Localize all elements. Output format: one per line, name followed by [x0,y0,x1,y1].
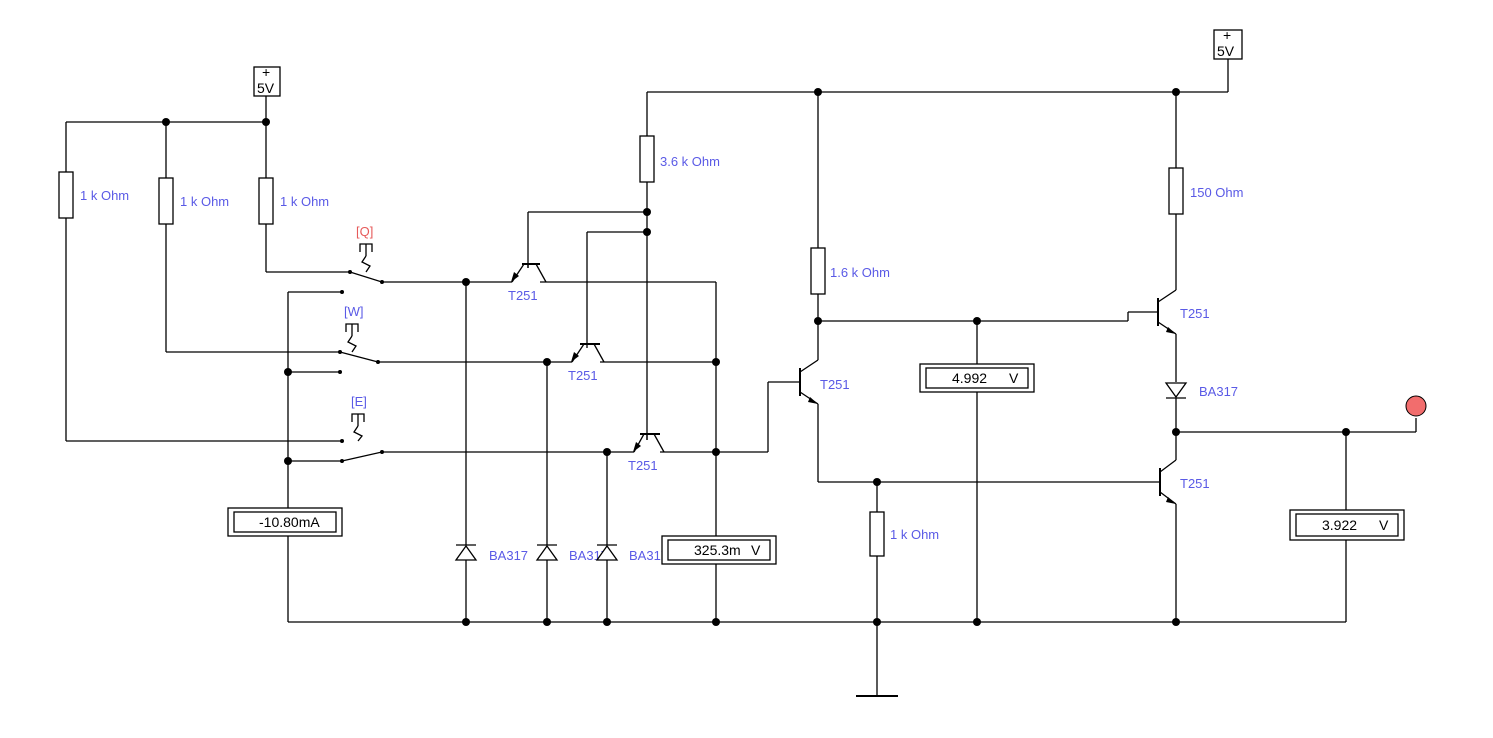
resistor-r7[interactable]: 1 k Ohm [869,511,939,557]
transistor-t3[interactable]: T251 [628,433,665,473]
svg-text:3.6 k Ohm: 3.6 k Ohm [660,154,720,169]
resistor-r1[interactable]: 1 k Ohm [58,171,129,219]
supply-right[interactable]: + 5V [1213,27,1243,60]
ammeter[interactable]: -10.80mA [227,507,343,537]
voltmeter-3[interactable]: 3.922 V [1289,509,1405,541]
transistor-t1[interactable]: T251 [508,263,547,303]
voltmeter-2[interactable]: 4.992 V [919,363,1035,393]
svg-text:V: V [751,542,761,558]
junction-dots [162,88,1350,626]
svg-text:3.922: 3.922 [1322,517,1357,533]
svg-text:T251: T251 [508,288,538,303]
transistor-t4[interactable]: T251 [799,359,850,405]
svg-text:T251: T251 [568,368,598,383]
svg-text:T251: T251 [820,377,850,392]
switch-w[interactable]: [W] [338,304,380,374]
svg-text:+: + [262,64,270,80]
svg-text:325.3m: 325.3m [694,542,741,558]
svg-text:1.6 k Ohm: 1.6 k Ohm [830,265,890,280]
diode-d4[interactable]: BA317 [1164,382,1238,399]
resistor-r2[interactable]: 1 k Ohm [158,177,229,225]
svg-text:BA317: BA317 [1199,384,1238,399]
svg-text:5V: 5V [257,80,275,96]
wires [65,58,1417,697]
svg-text:[W]: [W] [344,304,364,319]
svg-text:V: V [1379,517,1389,533]
svg-text:[Q]: [Q] [356,224,373,239]
svg-text:[E]: [E] [351,394,367,409]
diode-d1[interactable]: BA317 [454,544,528,563]
svg-text:1 k Ohm: 1 k Ohm [890,527,939,542]
transistor-t5[interactable]: T251 [1157,289,1210,335]
svg-text:5V: 5V [1217,43,1235,59]
svg-text:4.992: 4.992 [952,370,987,386]
svg-text:V: V [1009,370,1019,386]
output-indicator-lamp[interactable] [1405,395,1427,417]
diode-d3[interactable]: BA317 [595,544,668,563]
svg-text:T251: T251 [628,458,658,473]
resistor-r6[interactable]: 150 Ohm [1168,167,1243,215]
resistor-r3[interactable]: 1 k Ohm [258,177,329,225]
svg-text:150 Ohm: 150 Ohm [1190,185,1243,200]
svg-text:1 k Ohm: 1 k Ohm [180,194,229,209]
switch-e[interactable]: [E] [340,394,384,463]
svg-text:1 k Ohm: 1 k Ohm [80,188,129,203]
svg-text:BA317: BA317 [629,548,668,563]
svg-text:-10.80mA: -10.80mA [259,514,320,530]
voltmeter-1[interactable]: 325.3m V [661,535,777,565]
svg-text:BA317: BA317 [489,548,528,563]
supply-left[interactable]: + 5V [253,64,281,97]
svg-text:+: + [1223,27,1231,43]
resistor-r5[interactable]: 1.6 k Ohm [810,247,890,295]
transistor-t2[interactable]: T251 [568,343,605,383]
switch-q[interactable]: [Q] [340,224,384,294]
transistor-t6[interactable]: T251 [1159,459,1210,505]
svg-text:T251: T251 [1180,476,1210,491]
svg-text:1 k Ohm: 1 k Ohm [280,194,329,209]
resistor-r4[interactable]: 3.6 k Ohm [639,135,720,183]
svg-text:T251: T251 [1180,306,1210,321]
